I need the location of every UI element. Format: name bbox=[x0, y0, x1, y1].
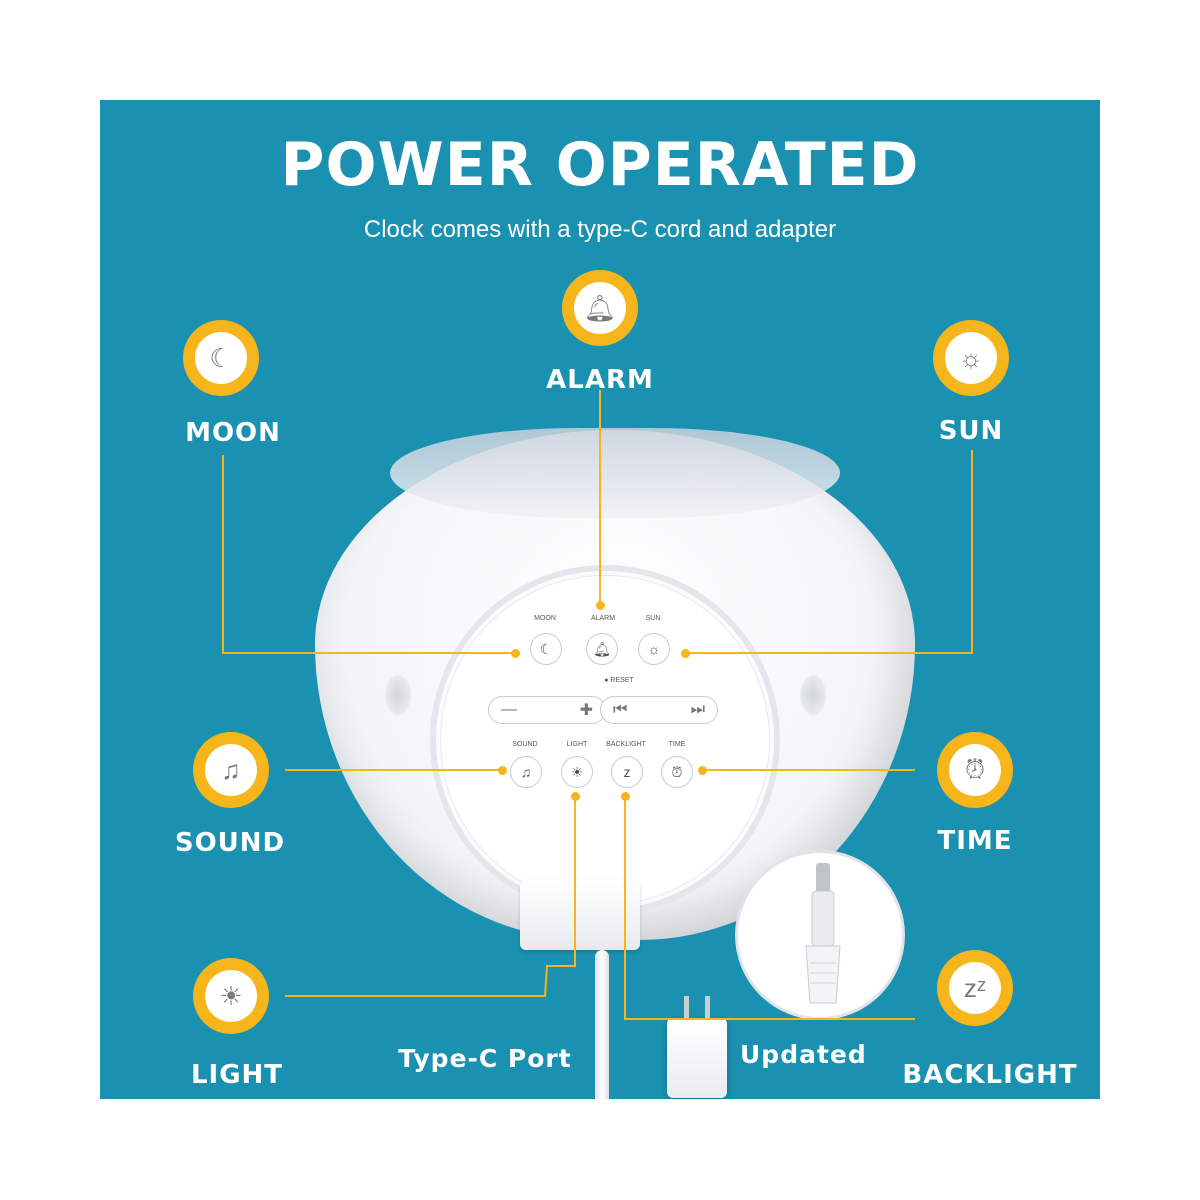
time-label: TIME bbox=[937, 826, 1013, 856]
dial-label-time: TIME bbox=[668, 741, 686, 748]
page-subtitle: Clock comes with a type-C cord and adapt… bbox=[363, 216, 837, 243]
sound-label: SOUND bbox=[174, 828, 286, 858]
type-c-cable bbox=[595, 950, 609, 1099]
track-rocker[interactable]: ⏮⏭ bbox=[600, 696, 718, 724]
dial-label-reset: ● RESET bbox=[604, 677, 634, 684]
prev-track-icon: ⏮ bbox=[613, 701, 628, 718]
dial-sound-button[interactable]: ♫ bbox=[510, 756, 542, 788]
dial-label-sound: SOUND bbox=[512, 741, 538, 748]
next-track-icon: ⏭ bbox=[690, 701, 705, 718]
marker-sound bbox=[498, 766, 507, 775]
alarm-clock-icon: ⏰︎ bbox=[964, 754, 986, 784]
clock-stand bbox=[520, 880, 640, 950]
backlight-label: BACKLIGHT bbox=[902, 1060, 1078, 1090]
dial-moon-button[interactable]: ☾ bbox=[530, 633, 562, 665]
dial-label-alarm: ALARM bbox=[590, 615, 616, 622]
sleep-zz-icon: z bbox=[623, 764, 631, 780]
alarm-badge: 🔔︎ bbox=[562, 270, 638, 346]
light-bulb-icon: ☀ bbox=[219, 980, 243, 1011]
alarm-clock-icon: ⏰︎ bbox=[671, 763, 683, 780]
side-vent-right bbox=[800, 675, 826, 715]
dial-label-moon: MOON bbox=[534, 615, 556, 622]
moon-icon: ☾ bbox=[209, 342, 233, 373]
marker-moon bbox=[511, 649, 520, 658]
side-vent-left bbox=[385, 675, 411, 715]
type-c-port-label: Type-C Port bbox=[398, 1044, 572, 1073]
marker-alarm bbox=[596, 601, 605, 610]
dial-light-button[interactable]: ☀ bbox=[561, 756, 593, 788]
dial-alarm-button[interactable]: 🔔︎ bbox=[586, 633, 618, 665]
music-note-icon: ♫ bbox=[221, 754, 241, 785]
time-badge: ⏰︎ bbox=[937, 732, 1013, 808]
sleep-zz-icon: zᶻ bbox=[963, 972, 987, 1003]
dial-label-backlight: BACKLIGHT bbox=[606, 741, 646, 748]
dial-label-light: LIGHT bbox=[566, 741, 588, 748]
sun-badge: ☼ bbox=[933, 320, 1009, 396]
moon-icon: ☾ bbox=[539, 640, 553, 657]
marker-backlight bbox=[621, 792, 630, 801]
minus-icon: — bbox=[501, 701, 517, 718]
music-note-icon: ♫ bbox=[520, 764, 532, 780]
sun-icon: ☼ bbox=[959, 342, 983, 373]
power-adapter bbox=[667, 996, 727, 1098]
sound-badge: ♫ bbox=[193, 732, 269, 808]
dial-sun-button[interactable]: ☼ bbox=[638, 633, 670, 665]
marker-sun bbox=[681, 649, 690, 658]
light-bulb-icon: ☀ bbox=[570, 763, 584, 780]
callout-lines bbox=[222, 390, 973, 1020]
moon-badge: ☾ bbox=[183, 320, 259, 396]
bell-icon: 🔔︎ bbox=[583, 292, 617, 323]
alarm-label: ALARM bbox=[546, 365, 654, 395]
volume-rocker[interactable]: —✚ bbox=[488, 696, 606, 724]
plus-icon: ✚ bbox=[579, 702, 593, 719]
control-dial bbox=[440, 575, 770, 905]
marker-light bbox=[571, 792, 580, 801]
dial-time-button[interactable]: ⏰︎ bbox=[661, 756, 693, 788]
updated-label: Updated bbox=[740, 1040, 867, 1069]
page-title: POWER OPERATED bbox=[280, 130, 920, 200]
sun-label: SUN bbox=[938, 416, 1004, 446]
backlight-badge: zᶻ bbox=[937, 950, 1013, 1026]
bell-icon: 🔔︎ bbox=[593, 640, 611, 657]
moon-label: MOON bbox=[185, 418, 281, 448]
marker-time bbox=[698, 766, 707, 775]
sun-icon: ☼ bbox=[647, 641, 661, 657]
light-label: LIGHT bbox=[190, 1060, 284, 1090]
clock-light-dome bbox=[390, 428, 840, 518]
dial-label-sun: SUN bbox=[645, 615, 661, 622]
dial-backlight-button[interactable]: z bbox=[611, 756, 643, 788]
product-panel: POWER OPERATED Clock comes with a type-C… bbox=[100, 100, 1100, 1099]
light-badge: ☀ bbox=[193, 958, 269, 1034]
